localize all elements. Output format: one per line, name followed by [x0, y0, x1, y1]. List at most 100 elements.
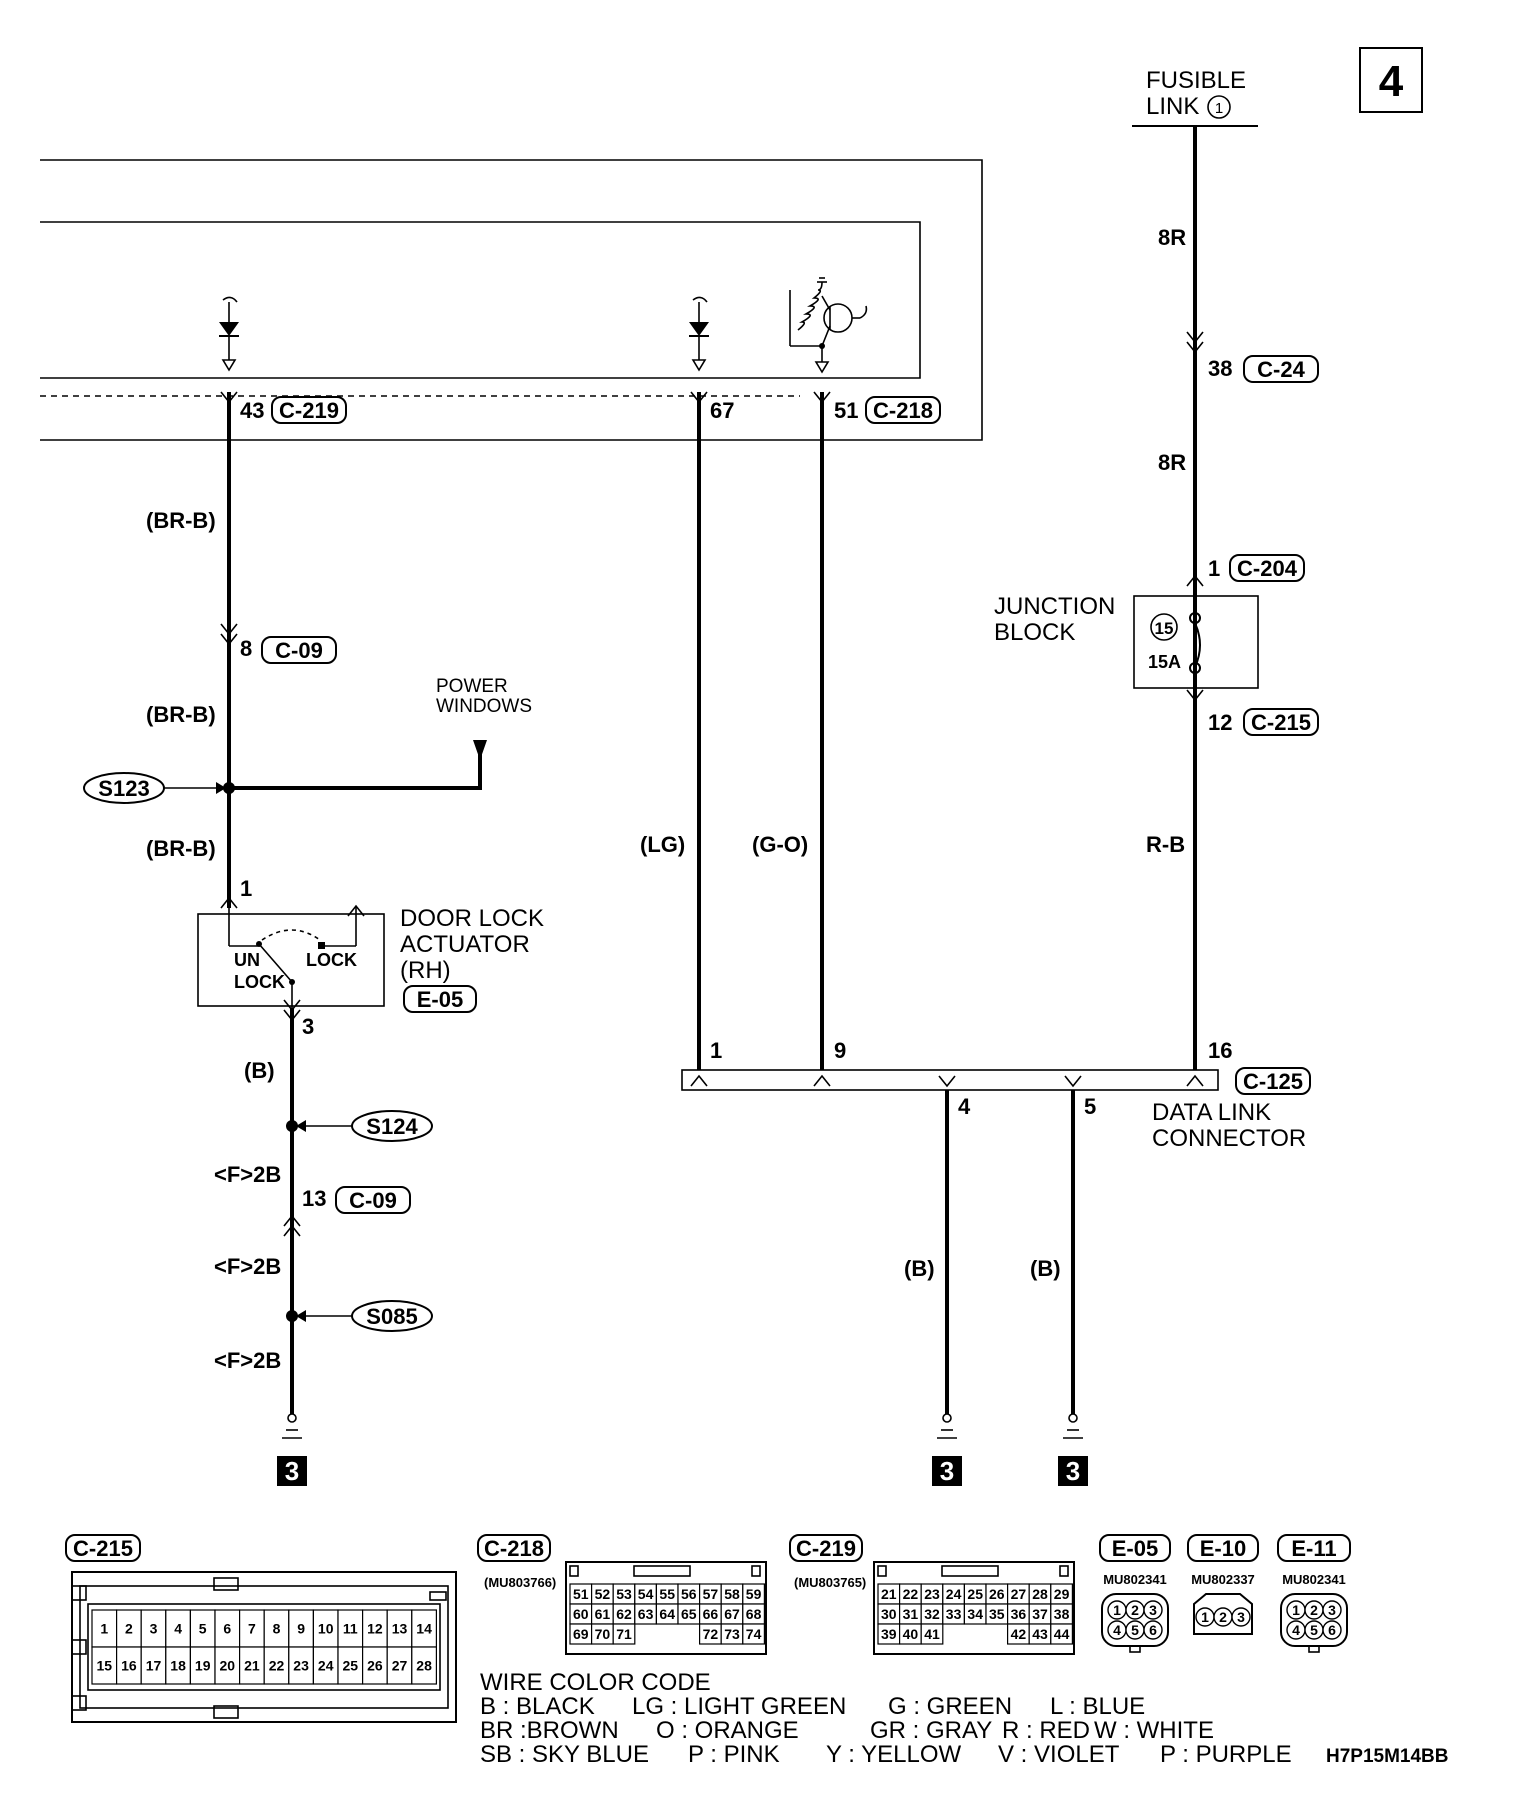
pin-label: 17	[146, 1658, 162, 1674]
pin-label: 24	[318, 1658, 334, 1674]
connector-view-label: E-10	[1200, 1536, 1246, 1561]
pin-label: 59	[746, 1586, 762, 1602]
lock-label: LOCK	[306, 950, 357, 970]
pin-label: 7	[248, 1621, 256, 1637]
pin-cell	[165, 1646, 192, 1685]
wire-label: (B)	[1030, 1256, 1061, 1281]
legend-entry: Y : YELLOW	[826, 1741, 962, 1768]
legend-entry: V : VIOLET	[998, 1741, 1120, 1768]
pin-label: 3	[1328, 1602, 1336, 1618]
connector-label: C-219	[279, 398, 339, 423]
pin-label: 34	[967, 1606, 983, 1622]
wire-label: (BR-B)	[146, 702, 216, 727]
ground-ref: 3	[940, 1456, 954, 1486]
pin-label: 57	[703, 1586, 719, 1602]
pin-label: 60	[573, 1606, 589, 1622]
legend-entry: LG : LIGHT GREEN	[632, 1693, 846, 1720]
pin-label: 23	[924, 1586, 940, 1602]
fuse-number: 15	[1155, 619, 1174, 638]
legend-entry: P : PURPLE	[1160, 1741, 1292, 1768]
pin-label: 15	[97, 1658, 113, 1674]
junction-block: JUNCTION BLOCK 15 15A	[994, 593, 1259, 689]
fusible-link-label-2: LINK	[1146, 93, 1199, 120]
wire-label: 8R	[1158, 450, 1186, 475]
ground-icon: 3	[932, 1413, 962, 1486]
ground-ref: 3	[1066, 1456, 1080, 1486]
pin-label: 70	[595, 1626, 611, 1642]
pin-label: 72	[703, 1626, 719, 1642]
pin-cell	[189, 1646, 216, 1685]
pin-label: 1	[100, 1621, 108, 1637]
unlock-label-2: LOCK	[234, 972, 285, 992]
pin-label: 5	[1131, 1622, 1139, 1638]
pin-label: 37	[1032, 1606, 1048, 1622]
pin-cell	[1322, 1620, 1342, 1640]
wire-label: (B)	[904, 1256, 935, 1281]
pin-cell	[411, 1646, 437, 1685]
splice-s085: S085	[286, 1300, 433, 1332]
pin-number: 1	[710, 1038, 722, 1063]
legend-entry: GR : GRAY	[870, 1717, 992, 1744]
pin-cell	[411, 1609, 437, 1648]
wire-label: <F>2B	[214, 1254, 281, 1279]
connector-label: C-204	[1237, 556, 1298, 581]
pin-label: 2	[1310, 1602, 1318, 1618]
pin-number: 3	[302, 1014, 314, 1039]
pin-label: 62	[616, 1606, 632, 1622]
part-number: MU802341	[1282, 1572, 1346, 1587]
connector-label: C-09	[349, 1188, 397, 1213]
legend-entry: O : ORANGE	[656, 1717, 799, 1744]
wire-label: <F>2B	[214, 1162, 281, 1187]
pin-label: 22	[269, 1658, 285, 1674]
wire-label: <F>2B	[214, 1348, 281, 1373]
fuse-icon	[1189, 612, 1201, 674]
pin-label: 24	[946, 1586, 962, 1602]
pin-label: 18	[170, 1658, 186, 1674]
pin-label: 55	[659, 1586, 675, 1602]
pin-label: 28	[1032, 1586, 1048, 1602]
splice-label: S123	[98, 776, 149, 801]
actuator-label-2: ACTUATOR	[400, 931, 530, 958]
connector-label: C-215	[1251, 710, 1311, 735]
pin-cell	[189, 1609, 216, 1648]
wire-color-legend: WIRE COLOR CODE B : BLACK LG : LIGHT GRE…	[480, 1669, 1292, 1768]
pin-label: 32	[924, 1606, 940, 1622]
pin-cell	[1143, 1600, 1163, 1620]
wire-label: (BR-B)	[146, 508, 216, 533]
ground-icon: 3	[277, 1413, 307, 1486]
legend-entry: R : RED	[1002, 1717, 1090, 1744]
pin-label: 29	[1054, 1586, 1070, 1602]
pin-label: 10	[318, 1621, 334, 1637]
data-link-connector	[681, 1069, 1219, 1091]
pin-label: 52	[595, 1586, 611, 1602]
diode-icon	[689, 296, 709, 372]
pin-number: 8	[240, 636, 252, 661]
part-number: MU802337	[1191, 1572, 1255, 1587]
splice-label: S085	[366, 1304, 417, 1329]
wire-label: (G-O)	[752, 832, 808, 857]
part-number: (MU803766)	[484, 1575, 556, 1590]
pin-cell	[263, 1609, 290, 1648]
pin-cell	[91, 1646, 118, 1685]
pin-label: 33	[946, 1606, 962, 1622]
legend-entry: W : WHITE	[1094, 1717, 1214, 1744]
splice-s123: S123	[83, 772, 235, 804]
pin-label: 43	[1032, 1626, 1048, 1642]
dlc-label-2: CONNECTOR	[1152, 1125, 1306, 1152]
pin-label: 54	[638, 1586, 654, 1602]
ground-ref: 3	[285, 1456, 299, 1486]
connector-label: C-125	[1243, 1069, 1303, 1094]
splice-s124: S124	[286, 1110, 433, 1142]
connector-view-label: C-219	[796, 1536, 856, 1561]
pin-label: 25	[343, 1658, 359, 1674]
legend-entry: P : PINK	[688, 1741, 780, 1768]
pin-number: 38	[1208, 356, 1232, 381]
power-windows-label-2: WINDOWS	[436, 696, 532, 717]
pin-label: 6	[1149, 1622, 1157, 1638]
pin-label: 4	[1113, 1622, 1121, 1638]
part-number: MU802341	[1103, 1572, 1167, 1587]
dlc-label-1: DATA LINK	[1152, 1099, 1271, 1126]
